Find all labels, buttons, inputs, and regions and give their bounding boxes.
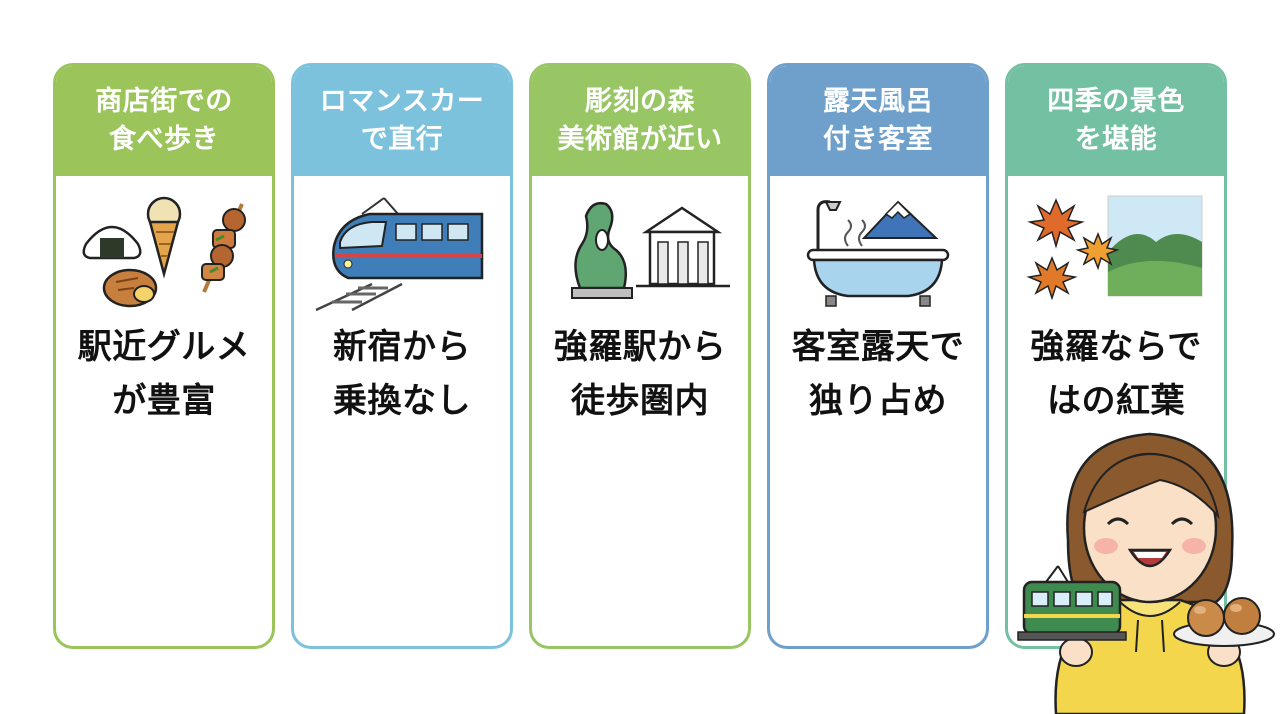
street-food-icon <box>82 196 246 308</box>
card-header-line: で直行 <box>360 124 444 155</box>
card-body: 客室露天で 独り占め <box>770 320 986 428</box>
card-body: 強羅ならで はの紅葉 <box>1008 320 1224 428</box>
card-body-line: 徒歩圏内 <box>571 381 709 421</box>
card-body: 新宿から 乗換なし <box>294 320 510 428</box>
sculpture-museum-icon <box>571 202 730 299</box>
card-header: ロマンスカー で直行 <box>294 66 510 176</box>
card-header-line: 美術館が近い <box>557 124 723 155</box>
card-header-line: 四季の景色 <box>1047 86 1185 117</box>
card-header-line: 付き客室 <box>823 124 933 155</box>
card-header-line: 食べ歩き <box>109 124 219 155</box>
card-header-line: を堪能 <box>1074 124 1158 155</box>
card-sculpture-museum: 彫刻の森 美術館が近い 強羅駅から 徒歩圏内 <box>529 63 751 649</box>
card-header: 露天風呂 付き客室 <box>770 66 986 176</box>
card-header-line: ロマンスカー <box>319 86 485 117</box>
card-body-line: 客室露天で <box>791 327 965 367</box>
card-body-line: 強羅駅から <box>553 327 727 367</box>
card-body-line: が豊富 <box>112 381 216 421</box>
card-body: 駅近グルメ が豊富 <box>56 320 272 428</box>
card-body-line: 乗換なし <box>333 381 471 421</box>
card-street-food: 商店街での 食べ歩き 駅近グルメ が豊富 <box>53 63 275 649</box>
card-header-line: 露天風呂 <box>823 86 933 117</box>
card-romancecar: ロマンスカー で直行 新宿から 乗換なし <box>291 63 513 649</box>
card-header: 四季の景色 を堪能 <box>1008 66 1224 176</box>
card-body-line: 独り占め <box>809 381 947 421</box>
card-body-line: はの紅葉 <box>1047 381 1185 421</box>
card-open-air-bath: 露天風呂 付き客室 客室露天で 独り占め <box>767 63 989 649</box>
autumn-leaves-mountain-icon <box>1026 195 1203 301</box>
card-header-line: 商店街での <box>95 86 233 117</box>
card-body-line: 駅近グルメ <box>77 327 251 367</box>
card-body: 強羅駅から 徒歩圏内 <box>532 320 748 428</box>
card-header: 商店街での 食べ歩き <box>56 66 272 176</box>
train-icon <box>315 197 484 312</box>
card-body-line: 新宿から <box>333 327 471 367</box>
card-header: 彫刻の森 美術館が近い <box>532 66 748 176</box>
card-header-line: 彫刻の森 <box>585 86 695 117</box>
smiling-woman-with-train-and-buns-icon <box>1017 432 1275 714</box>
card-body-line: 強羅ならで <box>1030 327 1202 367</box>
bathtub-mount-fuji-icon <box>806 200 950 307</box>
